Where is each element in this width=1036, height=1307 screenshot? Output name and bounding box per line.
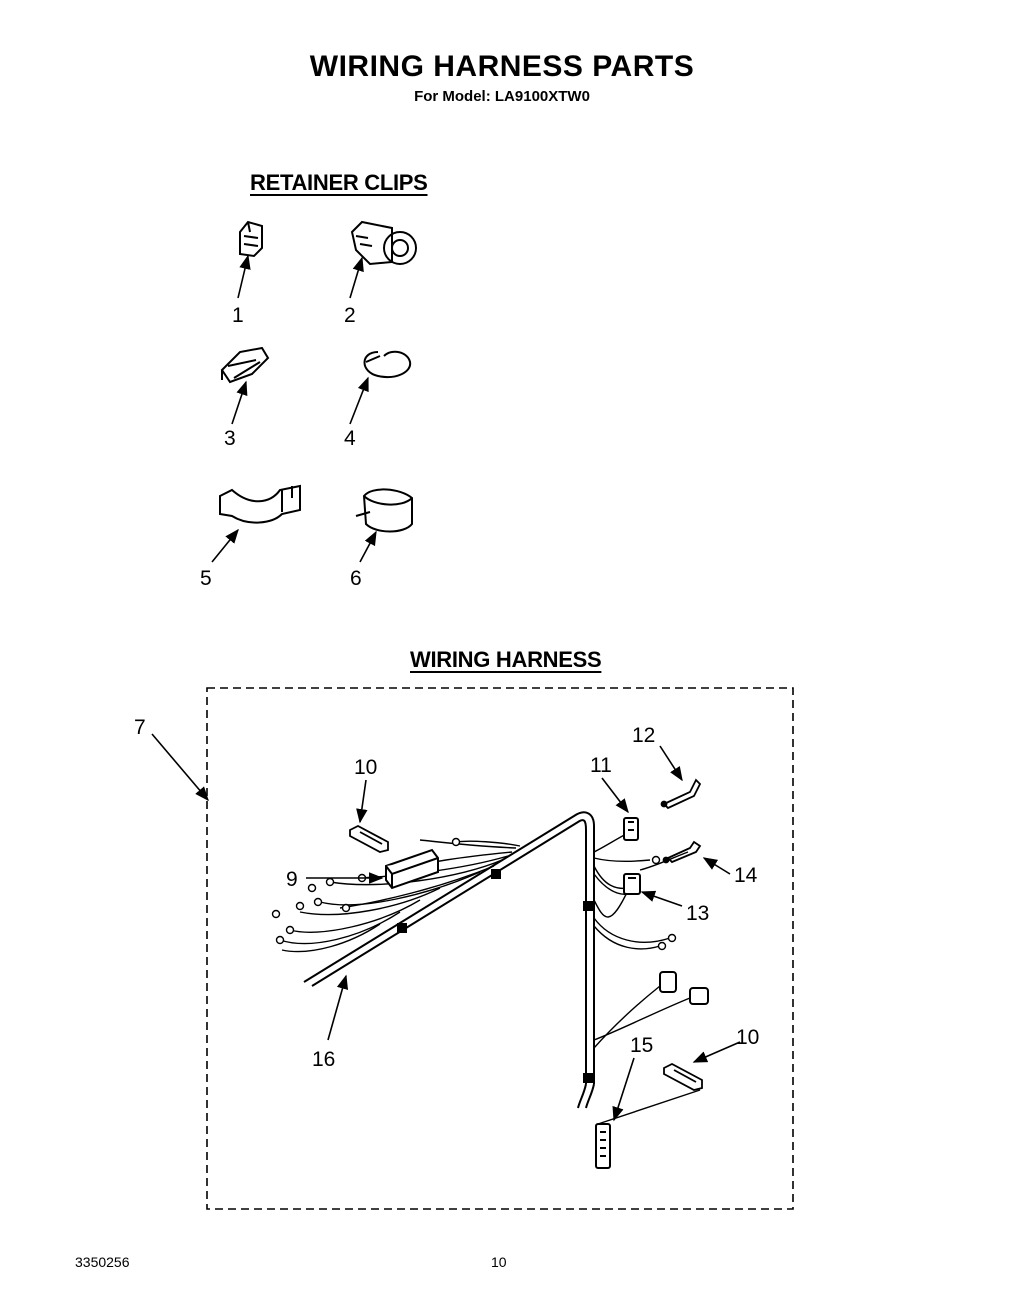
retainer-clip-6 <box>355 488 413 533</box>
retainer-clip-3 <box>220 346 270 384</box>
retainer-clip-1 <box>239 220 263 258</box>
terminal-part-10-lower <box>663 1062 703 1091</box>
callout-arrow-11 <box>601 777 629 814</box>
terminal-part-14 <box>662 840 702 864</box>
harness-connector-11 <box>623 817 639 841</box>
callout-6: 6 <box>350 567 362 590</box>
callout-13: 13 <box>686 902 709 925</box>
callout-arrow-15 <box>612 1057 635 1122</box>
callout-arrow-13 <box>640 890 683 907</box>
callout-arrow-7 <box>151 733 209 802</box>
callout-arrow-6 <box>359 530 377 563</box>
callout-arrow-5 <box>211 528 239 563</box>
harness-left-branches <box>279 839 521 953</box>
callout-arrow-12 <box>659 745 683 782</box>
callout-arrow-2 <box>349 256 364 299</box>
harness-kit-boundary <box>206 687 794 1210</box>
harness-connector-15 <box>595 1123 611 1169</box>
retainer-clip-2 <box>350 220 417 266</box>
callout-4: 4 <box>344 427 356 450</box>
callout-arrow-14 <box>702 857 731 875</box>
callout-3: 3 <box>224 427 236 450</box>
callout-1: 1 <box>232 304 244 327</box>
retainer-clips-heading: RETAINER CLIPS <box>250 170 428 195</box>
harness-connector-13 <box>623 873 641 895</box>
terminal-part-10-upper <box>349 824 389 853</box>
harness-plug-connectors <box>659 971 709 1005</box>
retainer-clip-5 <box>219 484 301 524</box>
callout-14: 14 <box>734 864 758 887</box>
callout-11: 11 <box>590 754 612 777</box>
harness-right-terminals <box>651 855 677 951</box>
callout-12: 12 <box>632 724 655 747</box>
callout-arrow-16 <box>327 974 349 1041</box>
callout-16: 16 <box>312 1048 335 1071</box>
harness-connector-9 <box>385 848 439 890</box>
page-title: WIRING HARNESS PARTS <box>309 50 695 83</box>
callout-10-upper: 10 <box>354 756 377 779</box>
callout-9: 9 <box>286 868 298 891</box>
callout-10-lower: 10 <box>736 1026 759 1049</box>
callout-7: 7 <box>134 716 146 739</box>
terminal-part-12 <box>660 778 702 810</box>
callout-arrow-10-upper <box>356 779 368 824</box>
callout-arrow-4 <box>349 376 369 425</box>
callout-arrow-3 <box>231 380 248 425</box>
harness-trunk <box>303 811 595 1109</box>
callout-5: 5 <box>200 567 212 590</box>
model-subtitle: For Model: LA9100XTW0 <box>414 88 590 105</box>
page-number: 10 <box>491 1254 507 1270</box>
wiring-harness-heading: WIRING HARNESS <box>410 647 602 672</box>
callout-arrow-1 <box>237 254 251 299</box>
callout-15: 15 <box>630 1034 653 1057</box>
harness-right-branches <box>593 831 701 1125</box>
callout-2: 2 <box>344 304 356 327</box>
retainer-clip-4 <box>363 350 412 378</box>
document-number: 3350256 <box>75 1254 130 1270</box>
callout-arrow-10-lower <box>692 1041 741 1063</box>
